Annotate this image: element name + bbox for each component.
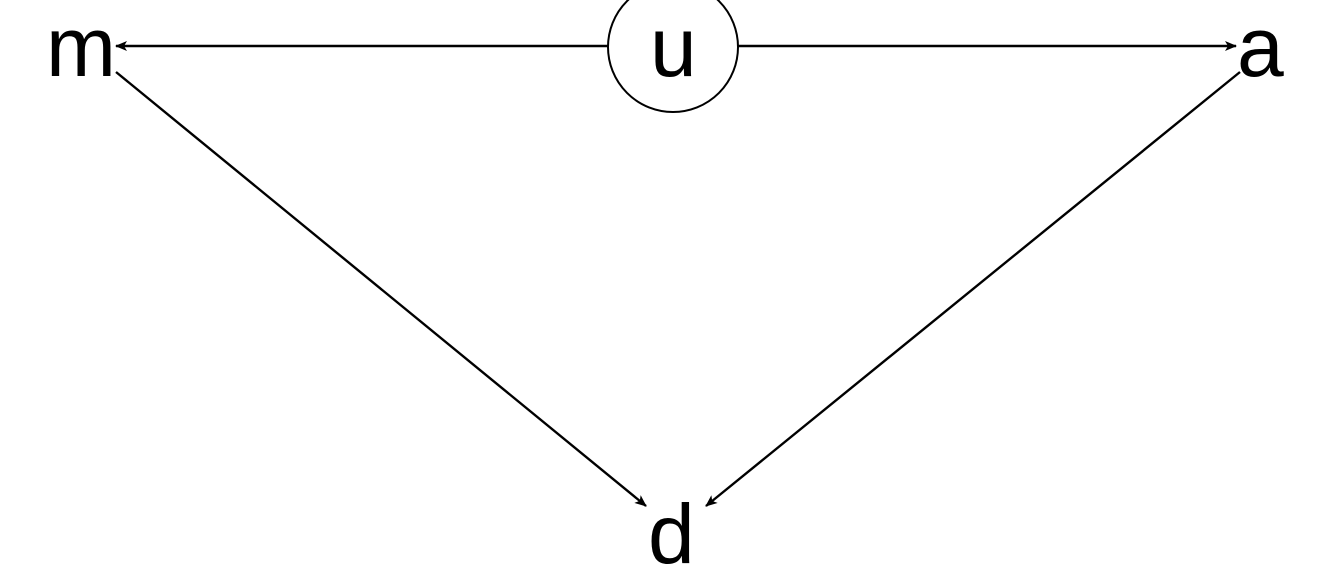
node-u: u bbox=[650, 0, 697, 94]
node-a: a bbox=[1237, 0, 1284, 94]
node-d: d bbox=[648, 487, 695, 576]
latent-node-circle bbox=[607, 0, 739, 113]
edge-m-to-d bbox=[115, 71, 647, 507]
node-m: m bbox=[46, 0, 116, 94]
edge-a-to-d bbox=[705, 71, 1241, 507]
